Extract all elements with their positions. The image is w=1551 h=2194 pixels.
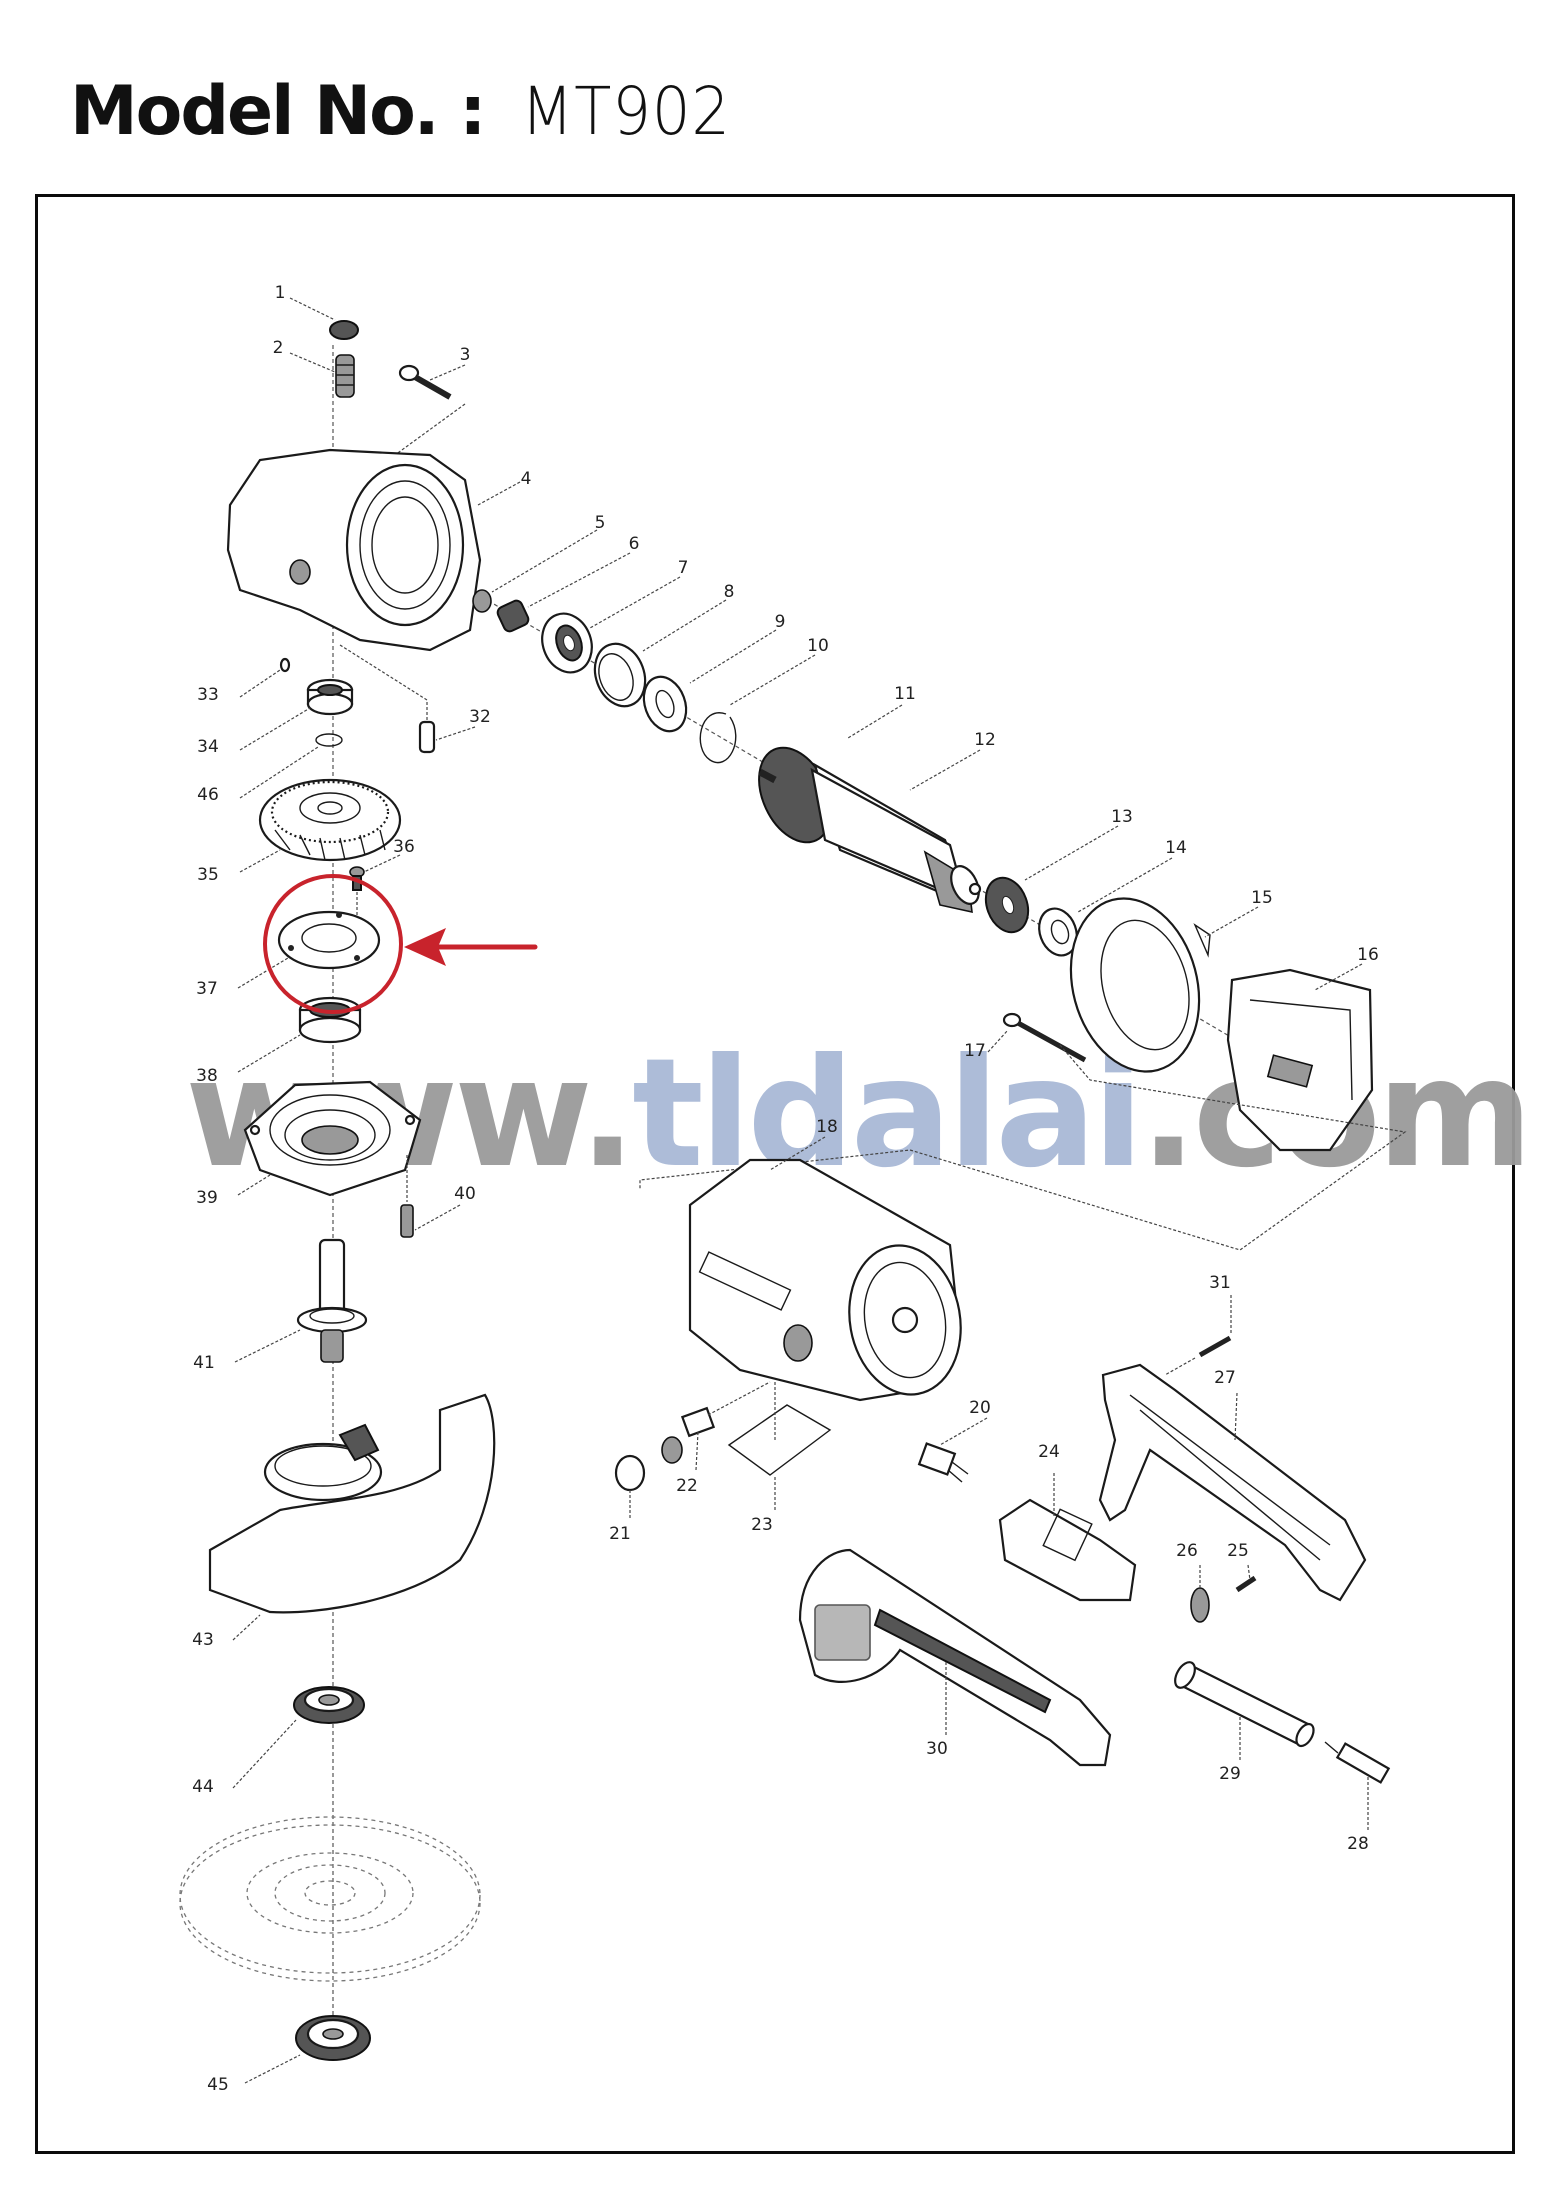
part-15-fan-baffle	[1069, 897, 1259, 1073]
part-27-handle-half	[1098, 1363, 1367, 1602]
part-number-label: 4	[521, 469, 532, 489]
part-31-screw	[1164, 1295, 1232, 1376]
part-number-label: 40	[454, 1184, 476, 1204]
part-number-label: 30	[926, 1739, 948, 1759]
part-6-pinion-gear	[496, 552, 631, 633]
part-33-pin	[239, 657, 291, 698]
part-28-cord	[1324, 1741, 1391, 1830]
part-number-label: 26	[1176, 1541, 1198, 1561]
part-number-label: 7	[678, 558, 689, 578]
part-number-label: 9	[775, 612, 786, 632]
part-number-label: 28	[1347, 1834, 1369, 1854]
part-10-circlip	[699, 654, 816, 764]
part-number-label: 1	[275, 283, 286, 303]
diagram-frame	[35, 194, 1515, 2154]
part-number-label: 17	[964, 1041, 986, 1061]
part-number-label: 8	[724, 582, 735, 602]
part-number-label: 34	[197, 737, 219, 757]
part-number-label: 29	[1219, 1764, 1241, 1784]
part-41-spindle	[234, 1238, 368, 1363]
page-title: Model No. : MT902	[70, 72, 749, 162]
part-number-label: 24	[1038, 1442, 1060, 1462]
part-number-label: 31	[1209, 1273, 1231, 1293]
part-32-pin	[339, 644, 476, 754]
part-9-washer	[642, 629, 777, 733]
part-45-lock-nut	[244, 2015, 371, 2084]
part-24-switch	[998, 1473, 1137, 1602]
part-20-noise-suppressor	[917, 1417, 988, 1483]
part-5-nut	[472, 529, 598, 613]
part-39-bearing-box	[237, 1080, 422, 1197]
part-number-label: 14	[1165, 838, 1187, 858]
part-26-strain-relief	[1190, 1565, 1210, 1623]
part-number-label: 35	[197, 865, 219, 885]
part-number-label: 3	[460, 345, 471, 365]
part-13-bearing	[984, 825, 1119, 934]
grinding-wheel-outline	[179, 1816, 481, 1982]
highlight-circle	[263, 874, 403, 1014]
part-4-gear-housing	[226, 448, 521, 652]
part-number-label: 23	[751, 1515, 773, 1535]
part-25-screw	[1235, 1564, 1257, 1593]
part-number-label: 22	[676, 1476, 698, 1496]
part-3-screw	[394, 364, 466, 456]
part-1-cap	[289, 297, 359, 340]
part-number-label: 36	[393, 837, 415, 857]
part-number-label: 13	[1111, 807, 1133, 827]
part-number-label: 27	[1214, 1368, 1236, 1388]
part-37-bearing-retainer	[237, 910, 381, 989]
part-number-label: 37	[196, 979, 218, 999]
part-number-label: 33	[197, 685, 219, 705]
part-17-screw	[639, 1012, 1407, 1251]
part-34-bearing	[239, 678, 354, 751]
part-number-label: 45	[207, 2075, 229, 2095]
part-number-label: 6	[629, 534, 640, 554]
part-number-label: 18	[816, 1117, 838, 1137]
part-46-ring	[239, 733, 343, 799]
part-number-label: 16	[1357, 945, 1379, 965]
part-8-retainer-ring	[593, 599, 727, 708]
part-number-label: 39	[196, 1188, 218, 1208]
part-14-bearing	[1038, 857, 1173, 957]
part-number-label: 12	[974, 730, 996, 750]
watermark-brand: tldalai	[632, 1027, 1140, 1201]
part-40-screw	[400, 1155, 461, 1238]
part-number-label: 46	[197, 785, 219, 805]
highlight-annotation	[263, 874, 538, 1014]
part-number-label: 10	[807, 636, 829, 656]
arrow-left-icon	[404, 928, 446, 966]
model-number: MT902	[520, 73, 731, 150]
part-11-12-armature	[758, 704, 982, 914]
part-number-label: 41	[193, 1353, 215, 1373]
part-number-label: 20	[969, 1398, 991, 1418]
part-35-spiral-bevel-gear	[239, 778, 402, 873]
part-number-label: 32	[469, 707, 491, 727]
part-number-label: 11	[894, 684, 916, 704]
part-2-spring	[289, 352, 355, 398]
part-number-label: 38	[196, 1066, 218, 1086]
part-30-rear-handle	[798, 1548, 1112, 1767]
part-number-label: 15	[1251, 888, 1273, 908]
part-22-brush-holder	[661, 1381, 771, 1471]
model-label: Model No. :	[70, 72, 486, 151]
part-23-label-plate	[727, 1380, 832, 1510]
part-43-wheel-guard	[208, 1393, 496, 1641]
part-18-motor-housing	[688, 1136, 962, 1402]
part-number-label: 44	[192, 1777, 214, 1797]
part-number-label: 21	[609, 1524, 631, 1544]
part-number-label: 43	[192, 1630, 214, 1650]
part-number-label: 5	[595, 513, 606, 533]
part-44-inner-flange	[232, 1686, 365, 1789]
part-29-cord-guard	[1174, 1661, 1315, 1760]
part-21-cap	[614, 1454, 646, 1518]
part-16-field-stator	[1226, 963, 1374, 1152]
part-number-label: 2	[273, 338, 284, 358]
part-7-bearing	[541, 576, 681, 674]
part-number-label: 25	[1227, 1541, 1249, 1561]
